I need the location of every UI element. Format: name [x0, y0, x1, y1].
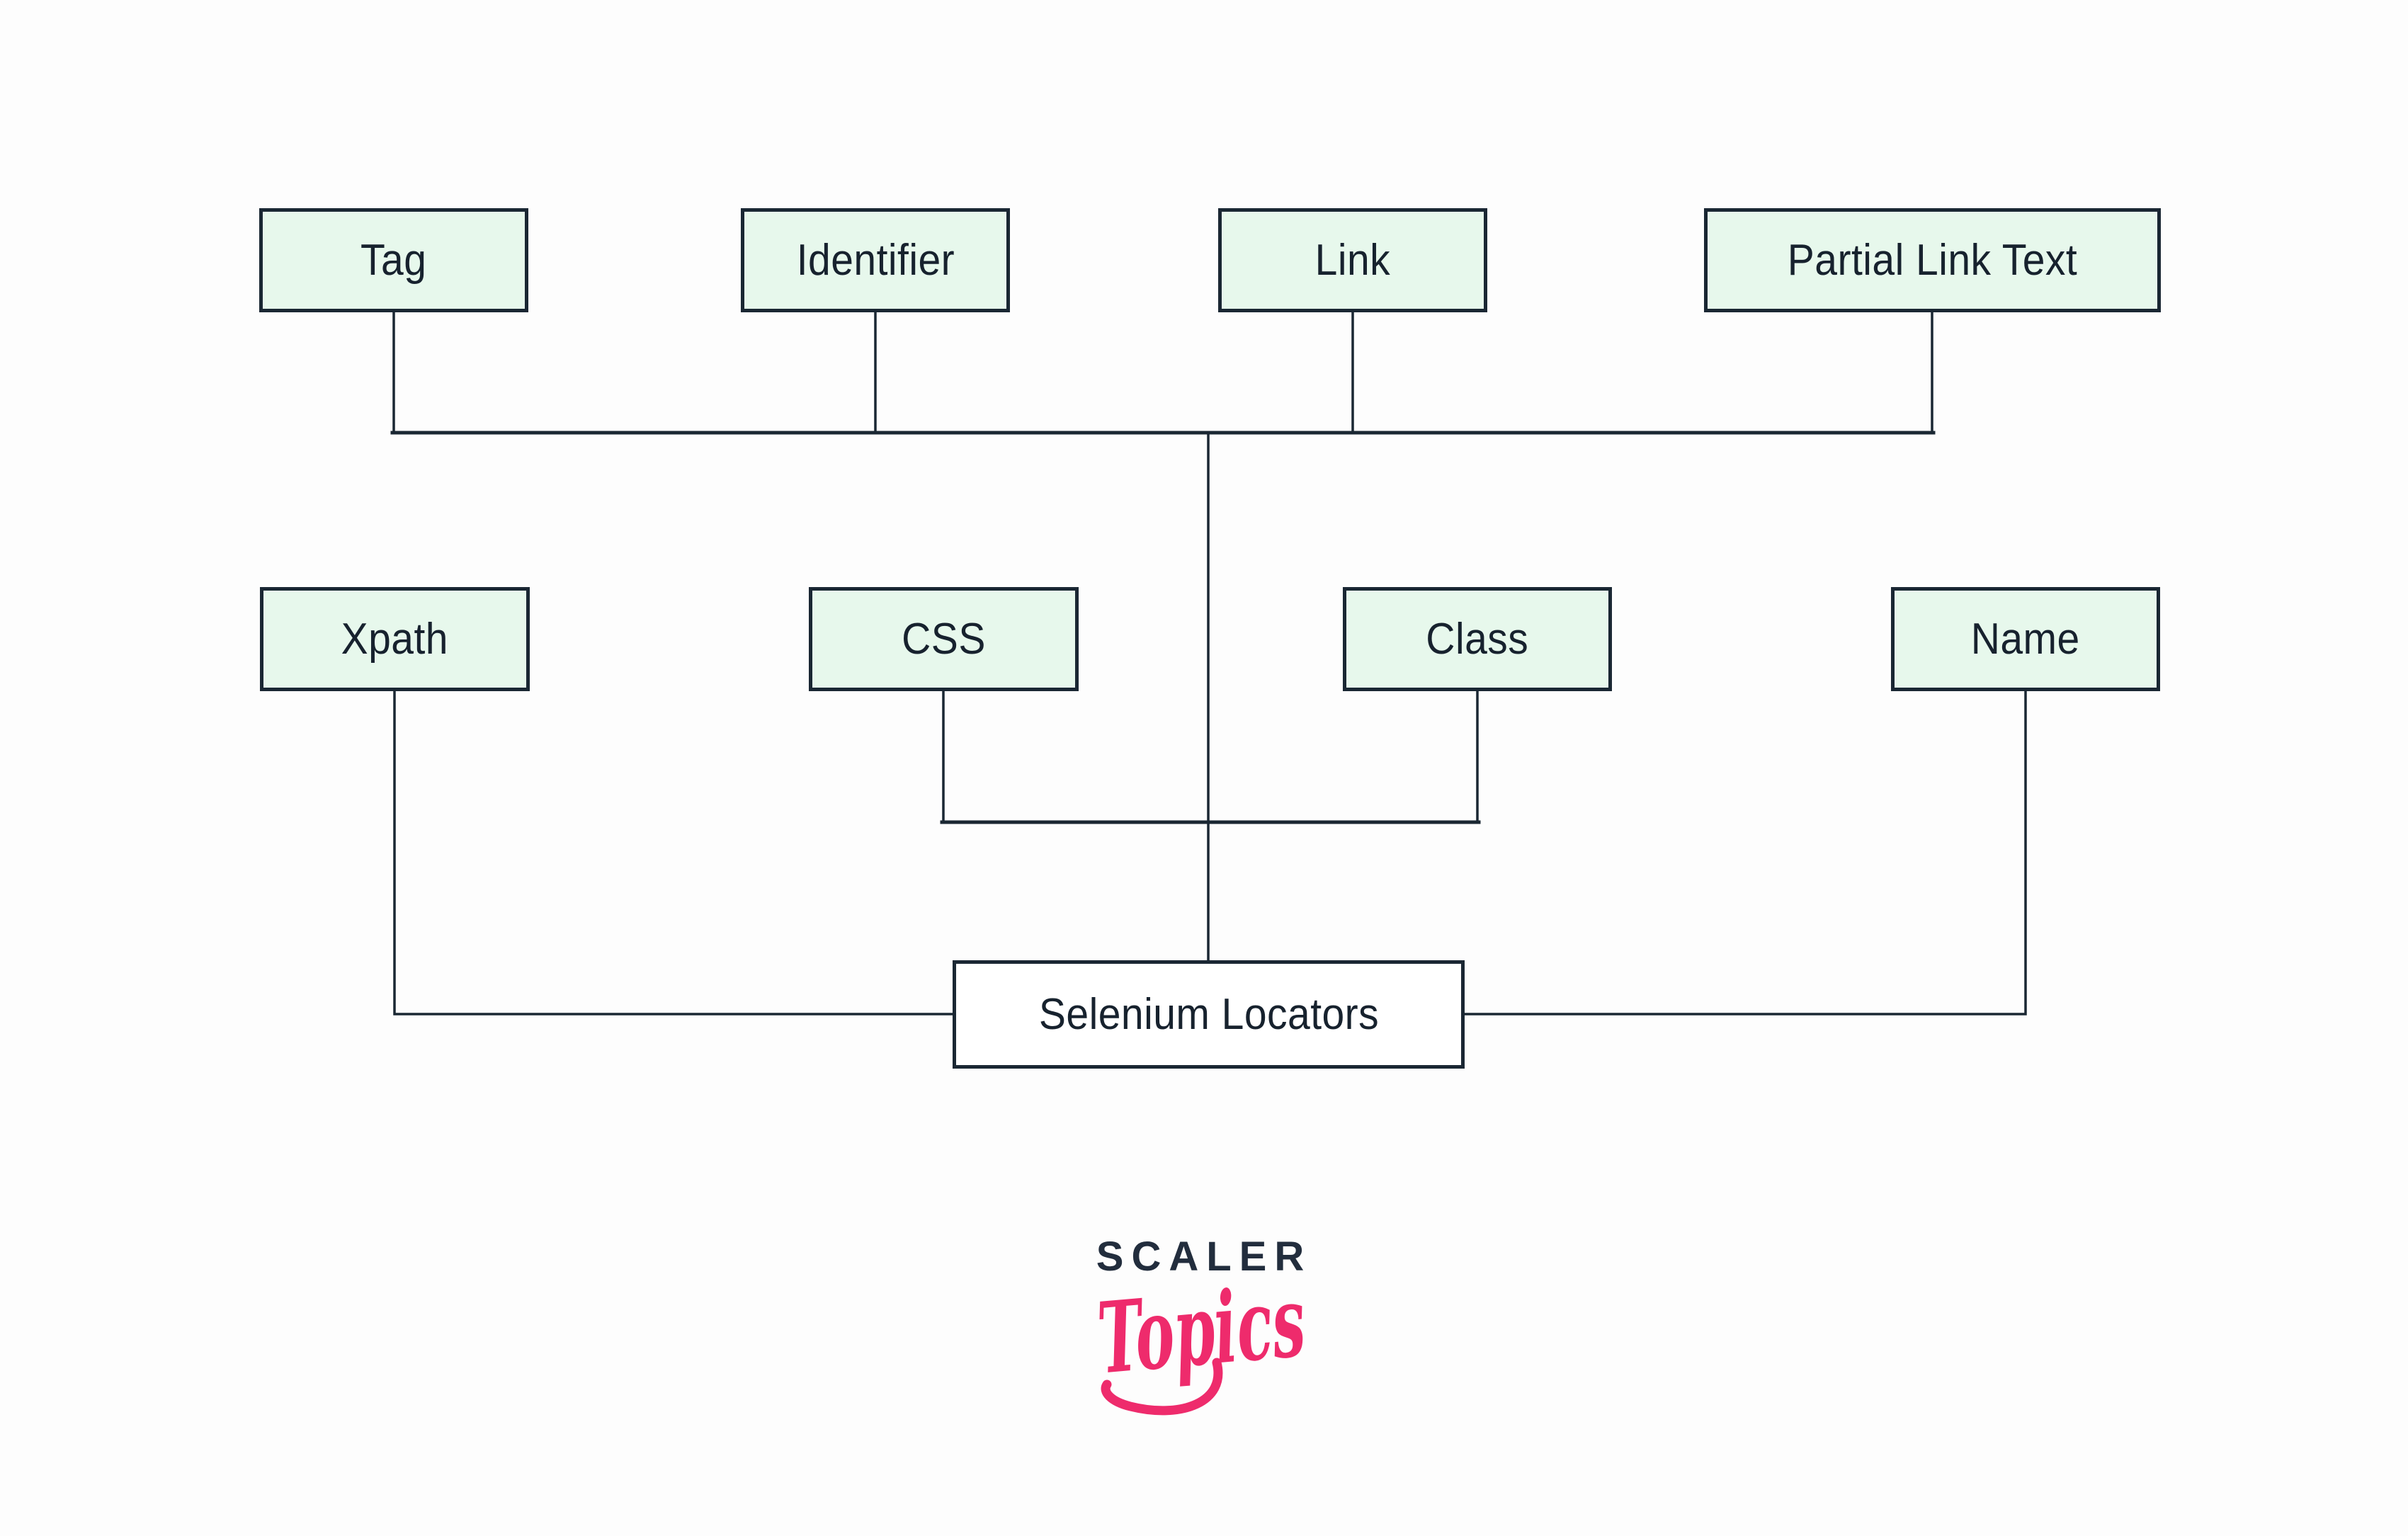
connector-name-elbow: [1462, 689, 2027, 1016]
node-partial-link-text-label: Partial Link Text: [1787, 235, 2078, 285]
node-tag: Tag: [259, 208, 528, 312]
node-tag-label: Tag: [360, 235, 427, 285]
node-link: Link: [1218, 208, 1487, 312]
node-identifier-label: Identifier: [796, 235, 955, 285]
node-partial-link-text: Partial Link Text: [1704, 208, 2161, 312]
node-xpath: Xpath: [260, 587, 530, 691]
node-css-label: CSS: [902, 614, 986, 664]
scaler-topics-logo: SCALER Topics: [1094, 1234, 1312, 1416]
node-name-label: Name: [1970, 614, 2080, 664]
node-css: CSS: [809, 587, 1079, 691]
node-selenium-locators: Selenium Locators: [953, 960, 1465, 1069]
node-selenium-locators-label: Selenium Locators: [1038, 989, 1379, 1039]
connector-xpath-elbow: [393, 689, 955, 1016]
node-class-label: Class: [1426, 614, 1529, 664]
node-identifier: Identifier: [741, 208, 1010, 312]
node-link-label: Link: [1314, 235, 1391, 285]
logo-swash: [1101, 1358, 1223, 1416]
node-name: Name: [1891, 587, 2160, 691]
logo-topics-text: Topics: [1094, 1263, 1310, 1396]
node-xpath-label: Xpath: [341, 614, 449, 664]
logo-brand-text: SCALER: [1096, 1234, 1312, 1280]
node-class: Class: [1343, 587, 1612, 691]
